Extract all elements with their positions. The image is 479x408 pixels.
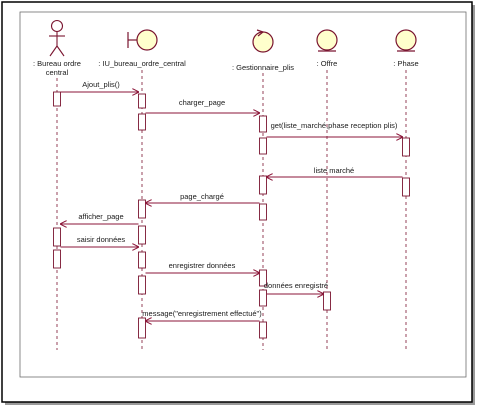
message-label-page-charge: page_chargé — [180, 192, 224, 201]
activation-gest-14 — [259, 269, 267, 287]
activation-iu-5 — [138, 199, 146, 219]
inner-border — [19, 11, 467, 378]
activation-phase-19 — [402, 177, 410, 197]
activation-iu-8 — [138, 275, 146, 295]
lifeline-label-bureau-line2: central — [46, 68, 69, 77]
message-label-afficher-page: afficher_page — [78, 212, 123, 221]
activation-offre-17 — [323, 291, 331, 311]
lifeline-label-bureau: : Bureau ordre — [33, 59, 81, 68]
activation-gest-12 — [259, 175, 267, 195]
activation-gest-16 — [259, 321, 267, 339]
lifeline-label-offre: : Offre — [317, 59, 338, 68]
lifeline-label-phase: : Phase — [393, 59, 418, 68]
activation-iu-3 — [138, 93, 146, 109]
activation-iu-7 — [138, 251, 146, 269]
entity-icon-phase — [395, 29, 417, 52]
entity-icon-offre — [316, 29, 338, 52]
message-label-saisir-donnees: saisir données — [77, 235, 126, 244]
diagram-frame — [1, 1, 473, 403]
activation-gest-13 — [259, 203, 267, 221]
message-label-liste-marche: liste marché — [314, 166, 354, 175]
message-label-donnees-enregistre: données enregistré — [264, 281, 328, 290]
activation-bureau-2 — [53, 249, 61, 269]
activation-iu-9 — [138, 317, 146, 339]
message-label-message-enregistrement: message("enregistrement effectué") — [142, 309, 262, 318]
activation-iu-6 — [138, 225, 146, 245]
activation-iu-4 — [138, 113, 146, 131]
activation-gest-15 — [259, 289, 267, 307]
activation-gest-10 — [259, 115, 267, 133]
actor-icon — [49, 19, 65, 57]
activation-phase-18 — [402, 137, 410, 157]
activation-gest-11 — [259, 137, 267, 155]
message-label-charger-page: charger_page — [179, 98, 225, 107]
lifeline-label-gestionnaire: : Gestionnaire_plis — [232, 63, 294, 72]
message-label-ajout-plis: Ajout_plis() — [82, 80, 120, 89]
message-label-get-liste-marche: get(liste_marché,phase reception plis) — [271, 121, 398, 130]
message-label-enregistrer-donnees: enregistrer données — [169, 261, 236, 270]
control-icon — [252, 29, 274, 53]
lifeline-label-iu: : IU_bureau_ordre_central — [98, 59, 186, 68]
activation-bureau-0 — [53, 91, 61, 107]
boundary-icon — [127, 29, 158, 51]
activation-bureau-1 — [53, 227, 61, 247]
